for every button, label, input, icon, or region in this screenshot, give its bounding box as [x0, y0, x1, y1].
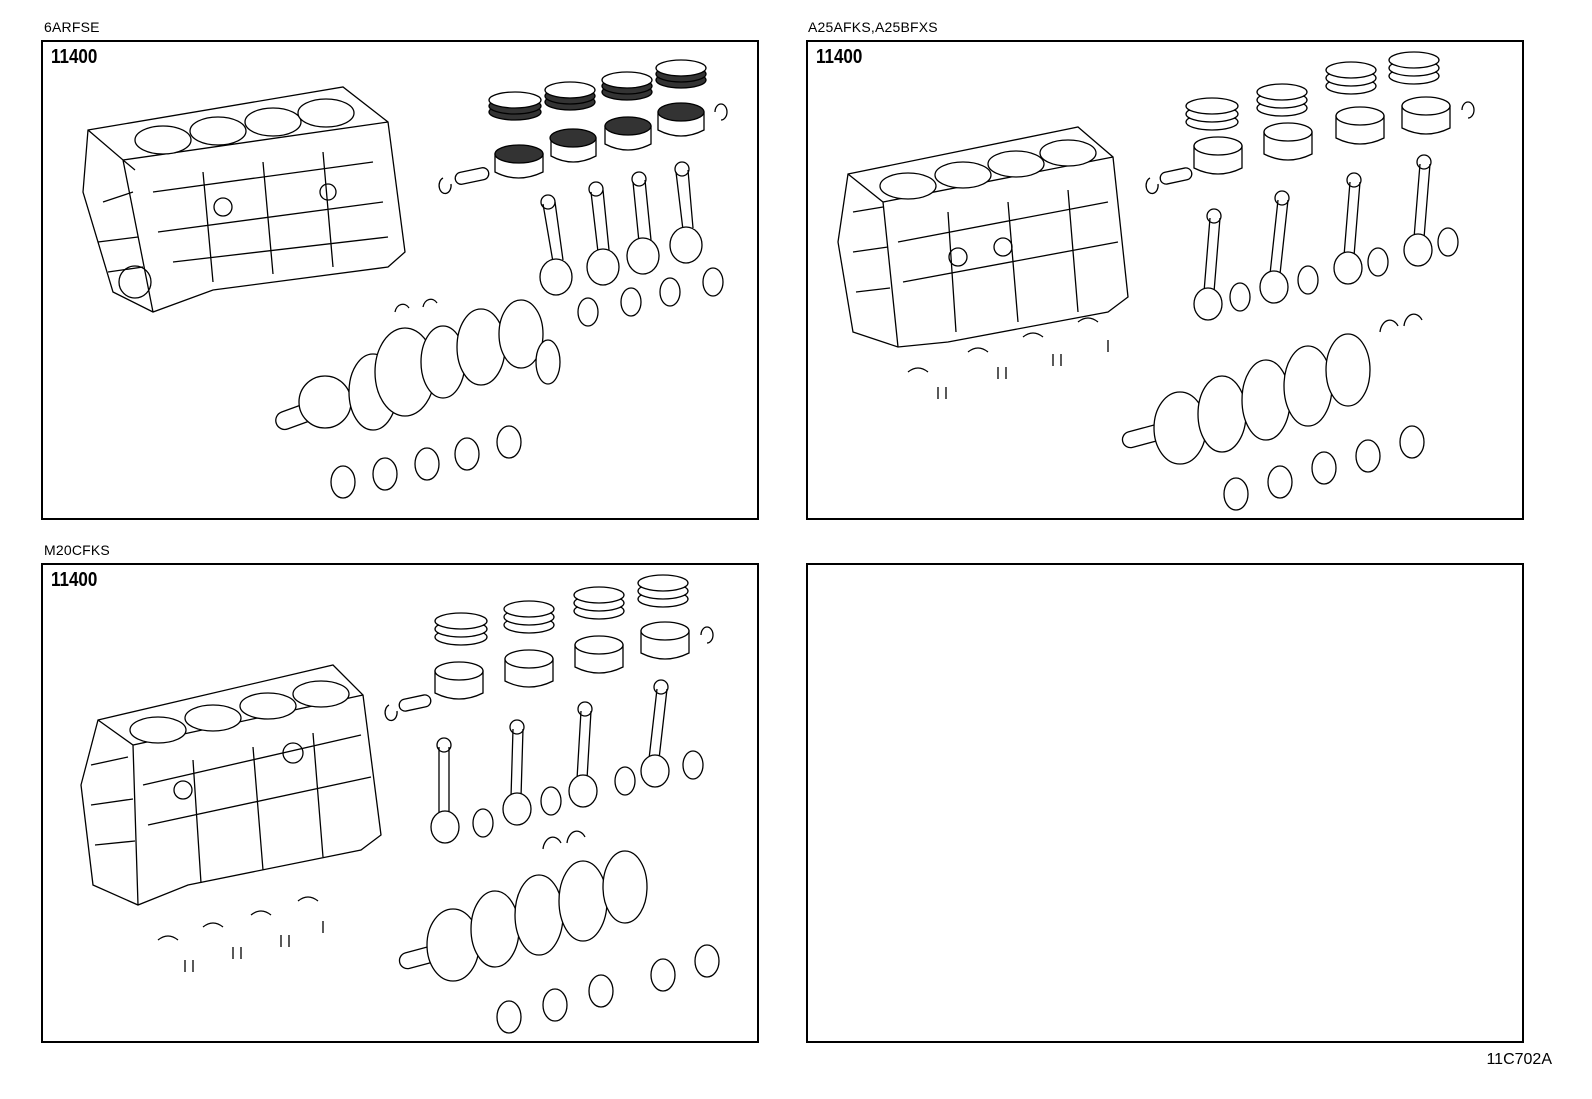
piston-icon — [434, 621, 690, 700]
crankshaft-icon — [275, 298, 561, 431]
diagram-panel-m20cfks[interactable]: 11400 — [41, 563, 759, 1043]
crankshaft-icon — [398, 850, 648, 982]
crankshaft-icon — [1121, 333, 1371, 465]
oil-jet-icon — [157, 896, 324, 972]
part-number-label: 11400 — [816, 46, 863, 68]
piston-pin-icon — [438, 103, 728, 195]
short-block-illustration — [82, 59, 728, 499]
connecting-rod-icon — [430, 679, 704, 844]
cylinder-block-icon — [82, 86, 406, 313]
piston-pin-icon — [1145, 101, 1475, 195]
main-bearing-icon — [1223, 425, 1425, 511]
short-block-illustration — [837, 51, 1475, 511]
engine-label-a25afks: A25AFKS,A25BFXS — [808, 19, 938, 35]
connecting-rod-icon — [539, 161, 724, 327]
part-number-label: 11400 — [51, 46, 98, 68]
connecting-rod-icon — [1193, 154, 1459, 321]
illustration-code: 11C702A — [1486, 1051, 1552, 1068]
diagram-panel-a25afks[interactable]: 11400 — [806, 40, 1524, 520]
oil-jet-icon — [907, 317, 1109, 399]
engine-label-6arfse: 6ARFSE — [44, 19, 100, 35]
diagram-panel-6arfse[interactable]: 11400 — [41, 40, 759, 520]
cylinder-block-icon — [80, 664, 382, 906]
part-number-label: 11400 — [51, 569, 98, 591]
main-bearing-icon — [330, 425, 522, 499]
piston-ring-set-icon — [1185, 51, 1440, 131]
thrust-washer-icon — [1379, 313, 1423, 333]
short-block-illustration — [80, 574, 720, 1034]
piston-icon — [494, 102, 705, 179]
piston-pin-icon — [384, 626, 714, 722]
cylinder-block-icon — [837, 126, 1129, 348]
main-bearing-icon — [496, 944, 720, 1034]
piston-ring-set-icon — [488, 59, 707, 121]
thrust-washer-icon — [542, 830, 586, 850]
diagram-panel-empty — [806, 563, 1524, 1043]
engine-label-m20cfks: M20CFKS — [44, 542, 110, 558]
piston-ring-set-icon — [434, 574, 689, 646]
piston-icon — [1193, 96, 1451, 175]
